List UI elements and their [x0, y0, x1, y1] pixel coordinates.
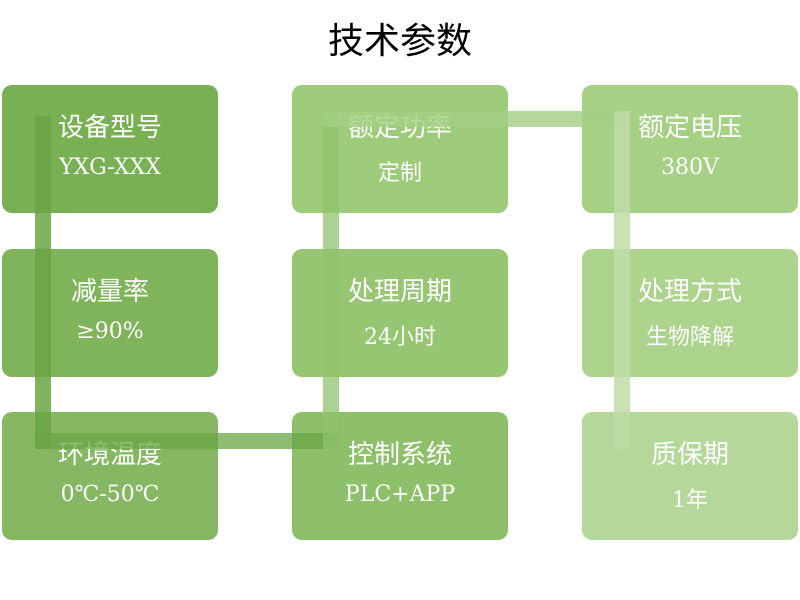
param-label: 环境温度: [57, 440, 162, 470]
param-value: 380V: [661, 155, 719, 180]
param-card-model: 设备型号 YXG-XXX: [2, 85, 218, 213]
param-card-processing-cycle: 处理周期 24小时: [292, 249, 508, 377]
param-label: 处理方式: [637, 277, 742, 307]
param-card-warranty: 质保期 1年: [582, 412, 798, 540]
param-label: 处理周期: [347, 277, 452, 307]
param-value: 生物降解: [645, 325, 734, 350]
param-label: 控制系统: [347, 440, 452, 470]
param-card-processing-method: 处理方式 生物降解: [582, 249, 798, 377]
param-card-rated-power: 额定功率 定制: [292, 85, 508, 213]
param-label: 额定功率: [347, 113, 452, 143]
param-card-control-system: 控制系统 PLC+APP: [292, 412, 508, 540]
param-value: 0℃-50℃: [60, 482, 160, 507]
param-label: 减量率: [70, 277, 149, 307]
page-title: 技术参数: [327, 21, 472, 62]
param-label: 额定电压: [637, 113, 742, 143]
param-label: 质保期: [650, 440, 729, 470]
param-value: ≥90%: [76, 319, 144, 344]
param-card-rated-voltage: 额定电压 380V: [582, 85, 798, 213]
param-label: 设备型号: [57, 113, 162, 143]
param-card-reduction-rate: 减量率 ≥90%: [2, 249, 218, 377]
param-value: PLC+APP: [344, 482, 456, 507]
param-value: 24小时: [364, 325, 436, 350]
param-value: YXG-XXX: [59, 155, 161, 180]
param-card-ambient-temperature: 环境温度 0℃-50℃: [2, 412, 218, 540]
param-value: 定制: [377, 161, 422, 186]
param-value: 1年: [672, 488, 708, 513]
